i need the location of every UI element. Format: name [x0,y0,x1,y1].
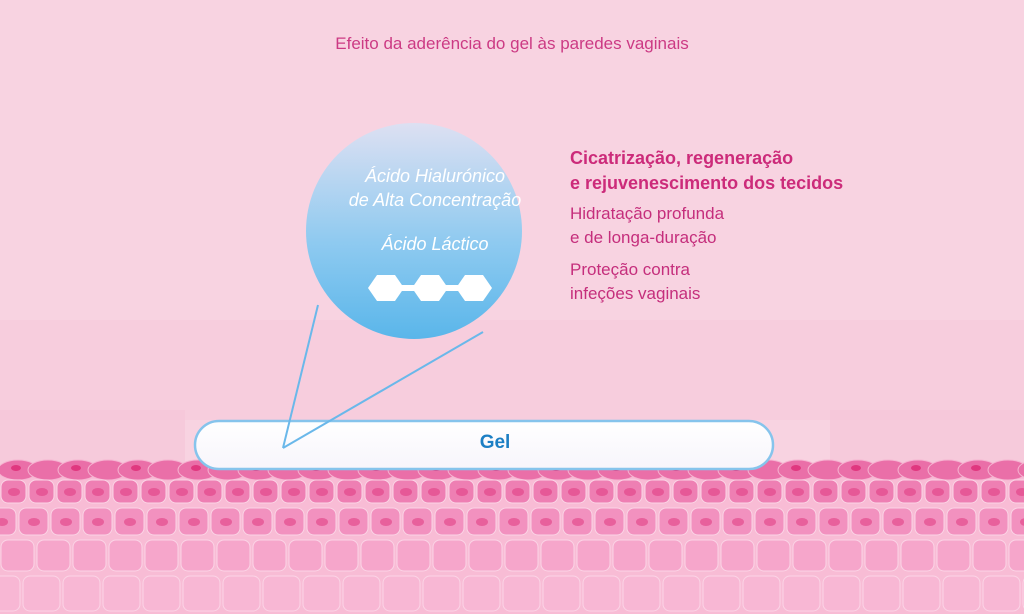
gel-label: Gel [479,432,511,453]
bubble-line-1: Ácido Hialurónico [364,166,506,186]
molecule-chain-icon [368,275,492,301]
diagram-caption: Efeito da aderência do gel às paredes va… [335,34,689,53]
gel-layer [193,419,775,471]
benefits-callout: Cicatrização, regeneração e rejuvenescim… [570,146,843,314]
bubble-line-3: Ácido Láctico [381,234,489,254]
bubble-label-lactic: Ácido Láctico [300,232,570,256]
bubble-line-2: de Alta Concentração [348,190,522,210]
benefit-protection: Proteção contra infeções vaginais [570,260,701,303]
molecule-bubble [306,123,522,339]
benefit-headline: Cicatrização, regeneração e rejuvenescim… [570,148,844,193]
magnifier-lines [282,304,484,449]
benefit-hydration: Hidratação profunda e de longa-duração [570,204,725,247]
cell-layer [0,459,1024,614]
bubble-label-hyaluronic: Ácido Hialurónico de Alta Concentração [300,164,570,212]
